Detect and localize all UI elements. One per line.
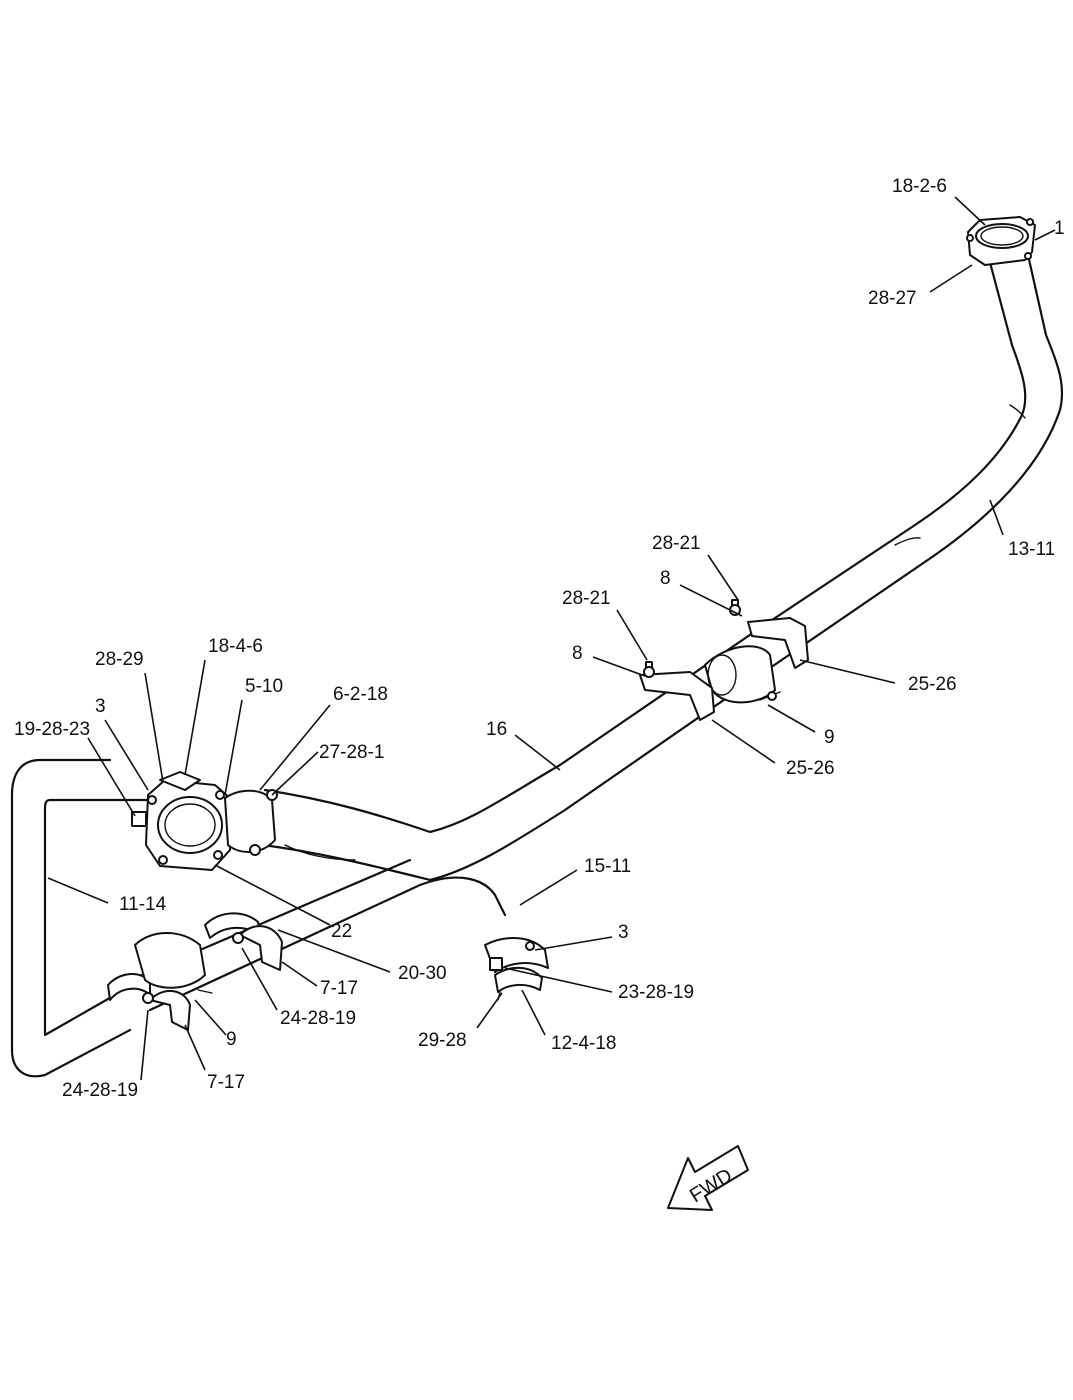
callout-3-lower: 3 [618, 922, 629, 943]
upper-clamp-bracket [704, 599, 809, 704]
callout-28-21-upper: 28-21 [652, 533, 701, 554]
callout-25-26-upper: 25-26 [908, 674, 957, 695]
callout-24-28-19-upper: 24-28-19 [280, 1008, 356, 1029]
callout-24-28-19-lower: 24-28-19 [62, 1080, 138, 1101]
callout-3-upper: 3 [95, 696, 106, 717]
callout-12-4-18: 12-4-18 [551, 1033, 617, 1054]
callout-7-17-lower: 7-17 [207, 1072, 245, 1093]
callout-28-29: 28-29 [95, 649, 144, 670]
callout-27-28-1: 27-28-1 [319, 742, 385, 763]
callout-5-10: 5-10 [245, 676, 283, 697]
callout-13-11: 13-11 [1008, 539, 1055, 560]
callout-labels: 18-2-6 1 28-27 13-11 28-21 8 28-21 8 25-… [14, 176, 1065, 1101]
callout-1: 1 [1054, 218, 1065, 239]
callout-6-2-18: 6-2-18 [333, 684, 388, 705]
callout-22: 22 [331, 921, 352, 942]
callout-8-lower: 8 [572, 643, 583, 664]
callout-28-21-lower: 28-21 [562, 588, 611, 609]
center-flange-assembly [131, 771, 278, 871]
callout-18-4-6: 18-4-6 [208, 636, 263, 657]
callout-16: 16 [486, 719, 507, 740]
callout-23-28-19: 23-28-19 [618, 982, 694, 1003]
top-flange [966, 216, 1036, 266]
callout-8-upper: 8 [660, 568, 671, 589]
callout-9-upper: 9 [824, 727, 835, 748]
callout-29-28: 29-28 [418, 1030, 467, 1051]
lower-right-clamp [204, 912, 283, 971]
callout-28-27: 28-27 [868, 288, 917, 309]
callout-20-30: 20-30 [398, 963, 447, 984]
callout-11-14: 11-14 [119, 894, 167, 915]
callout-18-2-6: 18-2-6 [892, 176, 947, 197]
callout-15-11: 15-11 [584, 856, 631, 877]
forward-direction-arrow: FWD [667, 1145, 749, 1211]
elbow-clamp [484, 937, 549, 1001]
lower-clamp-bracket [639, 661, 781, 721]
callout-19-28-23: 19-28-23 [14, 719, 90, 740]
callout-9-lower: 9 [226, 1029, 237, 1050]
leader-lines [47, 196, 1056, 1081]
callout-7-17-upper: 7-17 [320, 978, 358, 999]
lower-left-clamp [107, 932, 213, 1031]
main-exhaust-pipe [260, 253, 1064, 882]
callout-25-26-lower: 25-26 [786, 758, 835, 779]
